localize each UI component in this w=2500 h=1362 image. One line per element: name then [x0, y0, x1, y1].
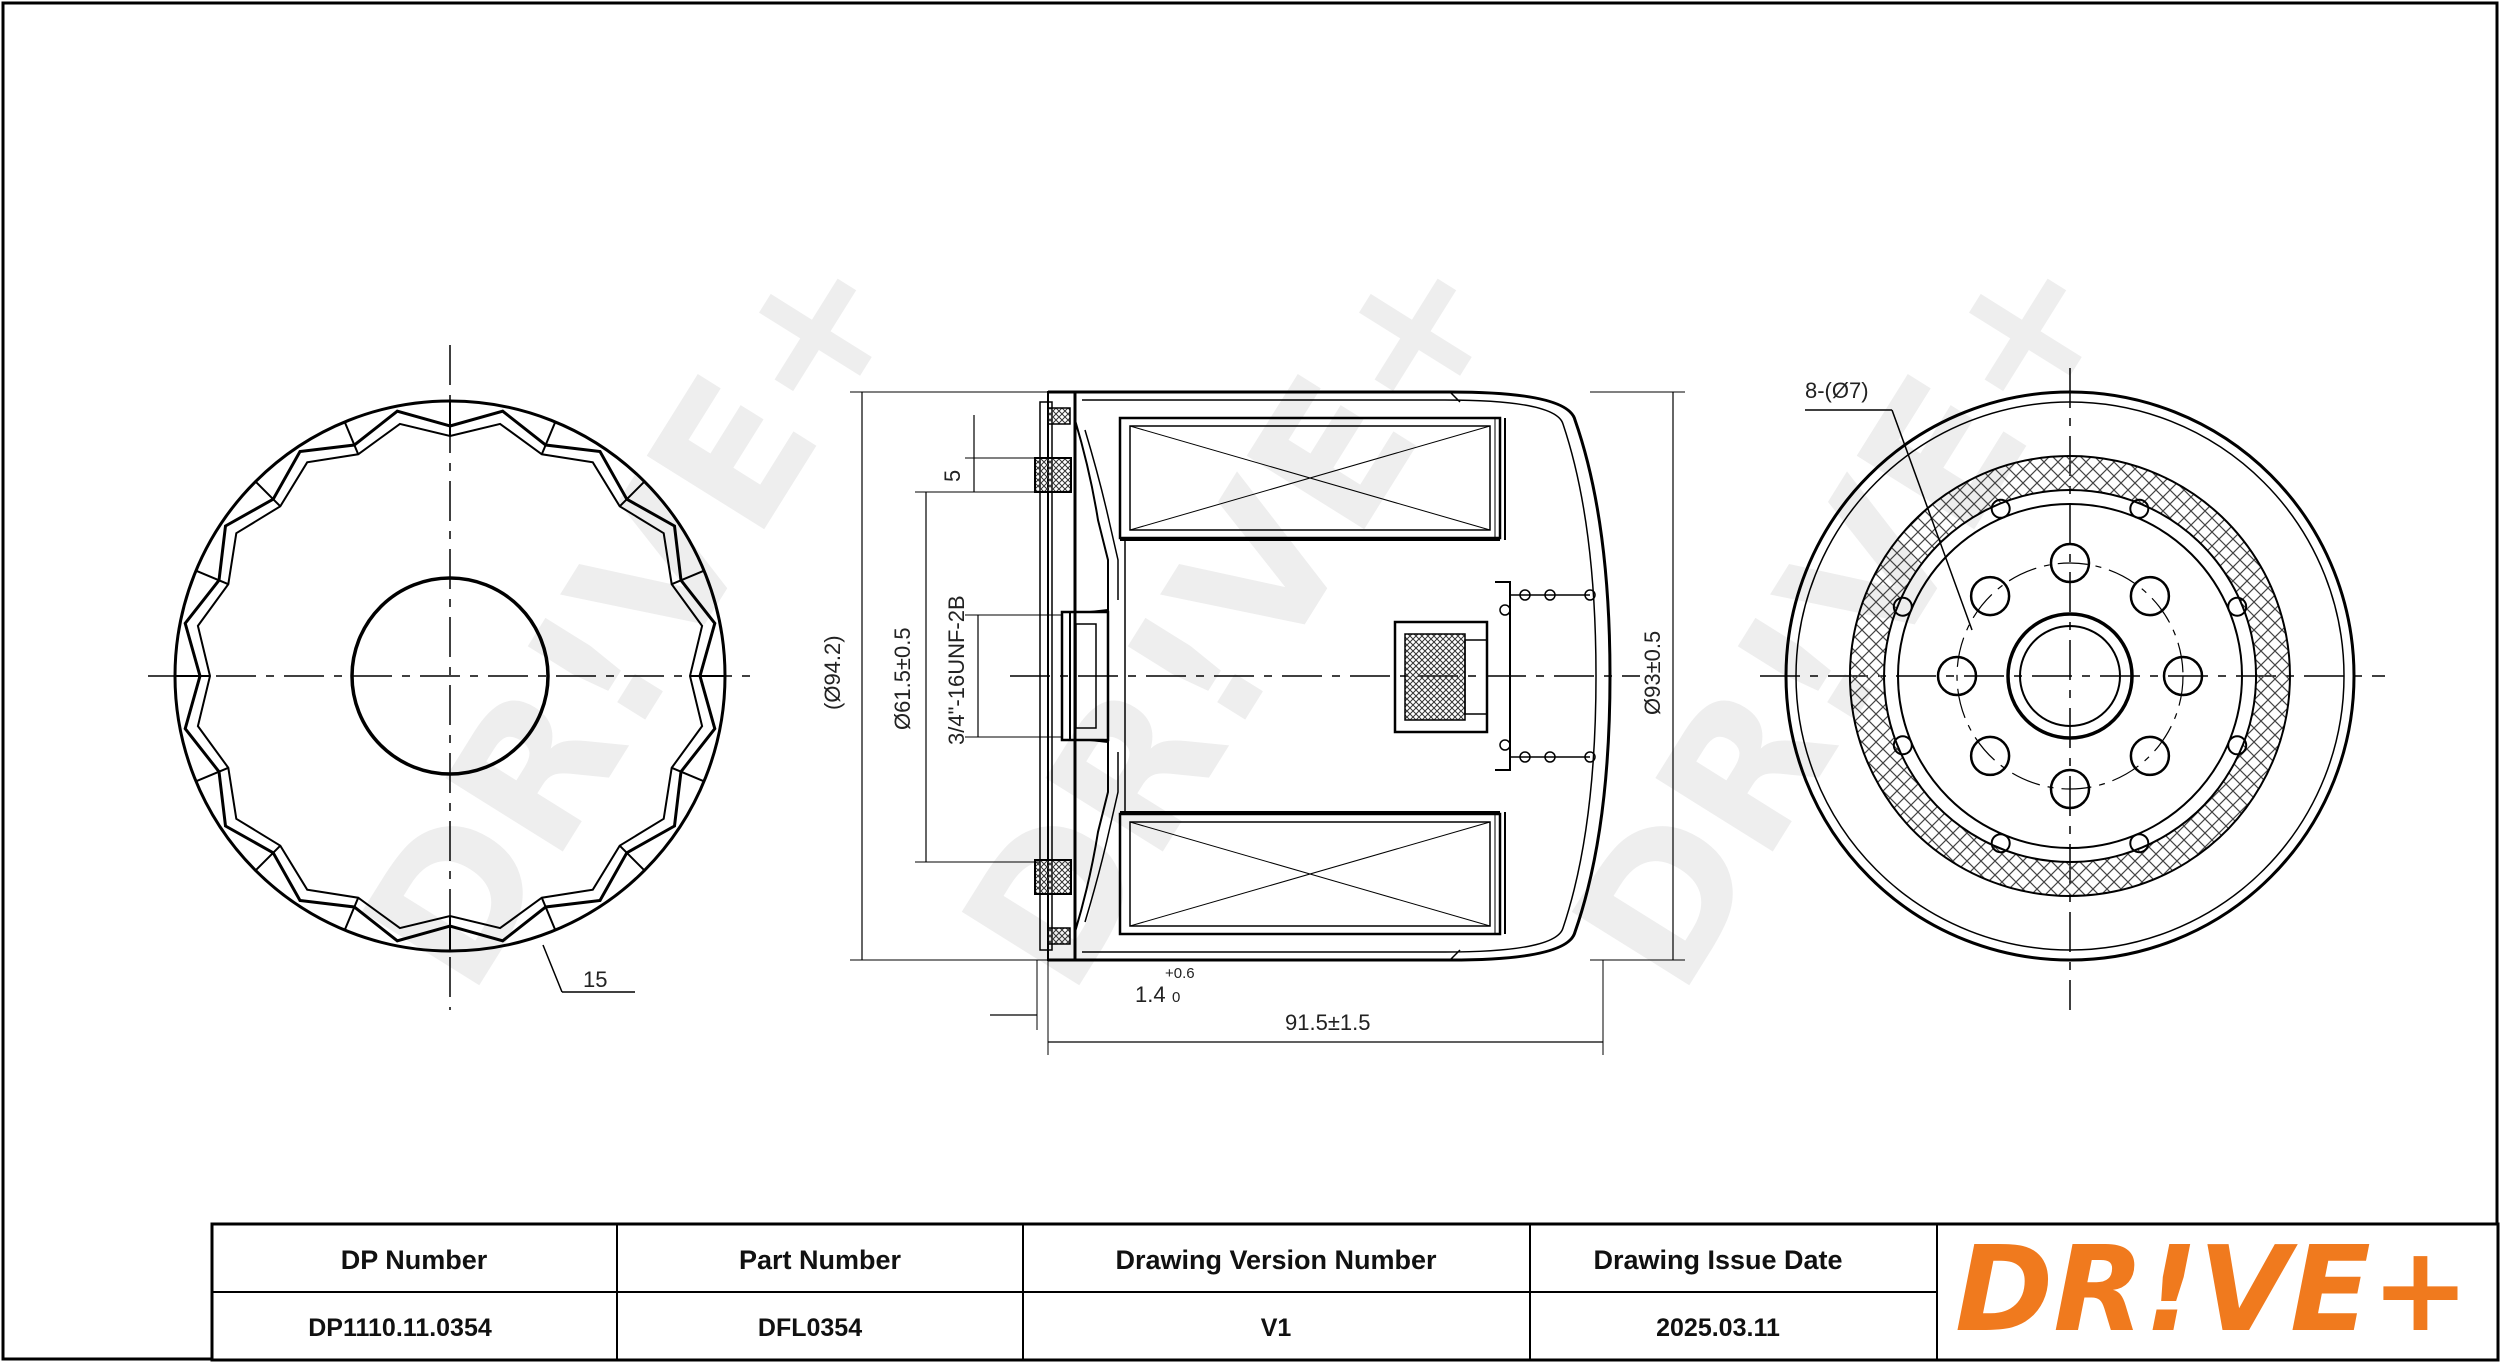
tb-header-version: Drawing Version Number — [1115, 1245, 1437, 1275]
flute-edge — [344, 897, 360, 930]
flute-edge — [671, 766, 704, 782]
gasket-top — [1034, 457, 1072, 493]
dim-thread: 3/4"-16UNF-2B — [944, 595, 969, 745]
tb-value-issue-date: 2025.03.11 — [1656, 1314, 1780, 1342]
bolt-hole — [2162, 655, 2204, 697]
spot-weld — [1584, 589, 1596, 601]
dim-outer-dia: Ø93±0.5 — [1640, 631, 1665, 715]
seat-notch — [1990, 498, 2011, 519]
flute-edge — [540, 897, 556, 930]
tb-value-version: V1 — [1261, 1314, 1292, 1342]
flute-edge — [196, 570, 229, 586]
dim-length: 91.5±1.5 — [1285, 1010, 1370, 1035]
seat-notch — [2129, 498, 2150, 519]
seat-notch — [1892, 735, 1913, 756]
title-block: DP Number Part Number Drawing Version Nu… — [210, 1220, 2500, 1362]
flute-edge — [196, 766, 229, 782]
bolt-hole — [2049, 768, 2091, 810]
spot-weld — [1519, 751, 1531, 763]
seat-notch — [2129, 833, 2150, 854]
bolt-hole — [2129, 735, 2171, 777]
dim-holes: 8-(Ø7) — [1805, 378, 1869, 403]
spot-weld — [1584, 751, 1596, 763]
flute-edge — [671, 570, 704, 586]
brand-logo: DR!VE+ — [1955, 1220, 2470, 1358]
tb-value-part-number: DFL0354 — [758, 1314, 862, 1342]
tb-header-part-number: Part Number — [739, 1245, 902, 1275]
flute-edge — [344, 422, 360, 455]
end-view-flutes: 15 — [148, 345, 752, 1010]
seat-notch — [2227, 735, 2248, 756]
baseplate-view: 8-(Ø7) — [1760, 368, 2385, 1010]
dim-height-ref: (Ø94.2) — [820, 635, 845, 710]
tb-header-issue-date: Drawing Issue Date — [1593, 1245, 1842, 1275]
flute-edge — [618, 481, 645, 508]
thread-core — [1060, 610, 1110, 742]
tb-header-dp-number: DP Number — [341, 1245, 488, 1275]
dim-plate-tol-lower: 0 — [1172, 989, 1180, 1006]
spot-weld — [1499, 739, 1511, 751]
seat-notch — [1892, 596, 1913, 617]
flute-edge — [618, 844, 645, 871]
flute-edge — [255, 481, 282, 508]
thread-bore-outer — [2006, 612, 2134, 740]
bolt-hole — [1936, 655, 1978, 697]
bolt-hole — [1969, 735, 2011, 777]
dim-plate-thickness: 1.4 — [1135, 982, 1166, 1007]
spot-weld — [1519, 589, 1531, 601]
gasket-bottom — [1034, 859, 1072, 895]
section-view: (Ø94.2) Ø61.5±0.5 5 3/4"-16UNF-2B Ø93±0.… — [820, 390, 1685, 1055]
element-bottom — [1118, 812, 1502, 936]
bolt-hole — [1969, 575, 2011, 617]
spot-weld — [1499, 604, 1511, 616]
dim-wrench-flats: 15 — [583, 967, 607, 992]
flute-edge — [255, 844, 282, 871]
bolt-hole — [2049, 542, 2091, 584]
element-top — [1118, 416, 1502, 540]
dim-gasket-dia: Ø61.5±0.5 — [890, 627, 915, 730]
seat-notch — [1990, 833, 2011, 854]
seat-notch — [2227, 596, 2248, 617]
flute-edge — [540, 422, 556, 455]
watermark-1: DR!VE+ — [321, 206, 947, 1024]
spot-weld — [1544, 751, 1556, 763]
dim-plate-tol-upper: +0.6 — [1165, 965, 1195, 982]
bolt-hole — [2129, 575, 2171, 617]
dim-gasket-offset: 5 — [940, 470, 965, 482]
gasket-ring — [1848, 455, 2291, 897]
spot-weld — [1544, 589, 1556, 601]
tb-value-dp-number: DP1110.11.0354 — [308, 1314, 492, 1342]
